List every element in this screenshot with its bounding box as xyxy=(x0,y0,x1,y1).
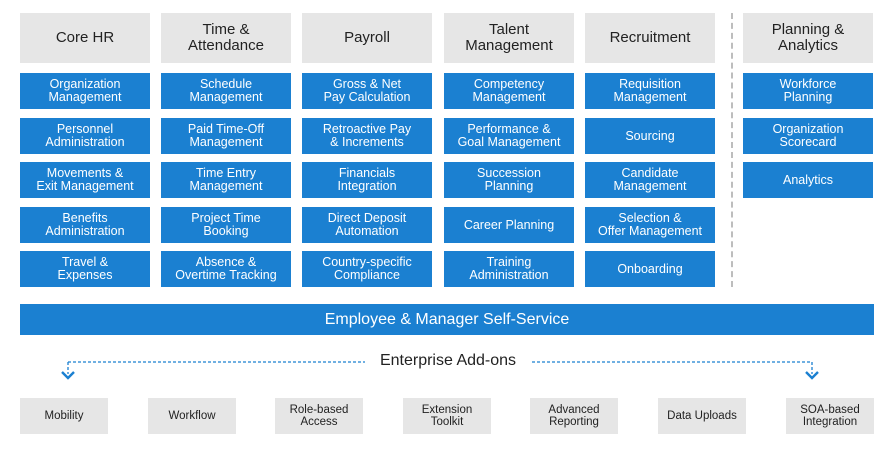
module-box[interactable]: Requisition Management xyxy=(585,73,715,109)
module-box[interactable]: Competency Management xyxy=(444,73,574,109)
addon-box[interactable]: Advanced Reporting xyxy=(530,398,618,434)
self-service-banner[interactable]: Employee & Manager Self-Service xyxy=(20,304,874,335)
section-divider xyxy=(731,13,733,287)
column-header: Planning & Analytics xyxy=(743,13,873,63)
column-header: Time & Attendance xyxy=(161,13,291,63)
module-box[interactable]: Selection & Offer Management xyxy=(585,207,715,243)
module-box[interactable]: Country-specific Compliance xyxy=(302,251,432,287)
module-box[interactable]: Retroactive Pay & Increments xyxy=(302,118,432,154)
addon-box[interactable]: Data Uploads xyxy=(658,398,746,434)
module-box[interactable]: Performance & Goal Management xyxy=(444,118,574,154)
module-box[interactable]: Schedule Management xyxy=(161,73,291,109)
module-box[interactable]: Training Administration xyxy=(444,251,574,287)
module-box[interactable]: Career Planning xyxy=(444,207,574,243)
column-header: Payroll xyxy=(302,13,432,63)
addon-box[interactable]: SOA-based Integration xyxy=(786,398,874,434)
addon-box[interactable]: Role-based Access xyxy=(275,398,363,434)
addon-box[interactable]: Workflow xyxy=(148,398,236,434)
module-box[interactable]: Direct Deposit Automation xyxy=(302,207,432,243)
module-box[interactable]: Travel & Expenses xyxy=(20,251,150,287)
module-box[interactable]: Succession Planning xyxy=(444,162,574,198)
addon-box[interactable]: Extension Toolkit xyxy=(403,398,491,434)
addon-box[interactable]: Mobility xyxy=(20,398,108,434)
column-header: Recruitment xyxy=(585,13,715,63)
module-box[interactable]: Project Time Booking xyxy=(161,207,291,243)
module-box[interactable]: Analytics xyxy=(743,162,873,198)
module-box[interactable]: Absence & Overtime Tracking xyxy=(161,251,291,287)
module-box[interactable]: Paid Time-Off Management xyxy=(161,118,291,154)
module-box[interactable]: Time Entry Management xyxy=(161,162,291,198)
module-box[interactable]: Gross & Net Pay Calculation xyxy=(302,73,432,109)
module-box[interactable]: Personnel Administration xyxy=(20,118,150,154)
module-box[interactable]: Organization Management xyxy=(20,73,150,109)
column-header: Core HR xyxy=(20,13,150,63)
left-arrow-icon xyxy=(61,371,75,380)
module-box[interactable]: Workforce Planning xyxy=(743,73,873,109)
module-box[interactable]: Organization Scorecard xyxy=(743,118,873,154)
addons-title: Enterprise Add-ons xyxy=(379,352,517,369)
module-box[interactable]: Movements & Exit Management xyxy=(20,162,150,198)
module-box[interactable]: Sourcing xyxy=(585,118,715,154)
module-box[interactable]: Candidate Management xyxy=(585,162,715,198)
module-box[interactable]: Benefits Administration xyxy=(20,207,150,243)
module-box[interactable]: Financials Integration xyxy=(302,162,432,198)
column-header: Talent Management xyxy=(444,13,574,63)
right-arrow-icon xyxy=(805,371,819,380)
module-box[interactable]: Onboarding xyxy=(585,251,715,287)
